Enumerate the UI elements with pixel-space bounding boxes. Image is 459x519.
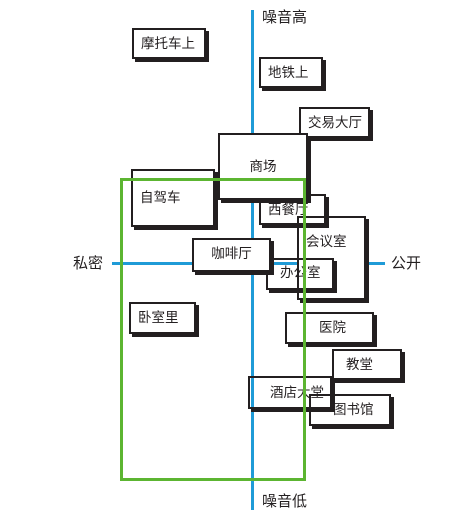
axis-label-bottom: 噪音低 (262, 492, 308, 510)
place-label: 酒店大堂 (270, 384, 324, 401)
place-label: 自驾车 (140, 190, 181, 206)
place-box-bedroom: 卧室里 (129, 302, 196, 334)
place-label: 地铁上 (268, 64, 309, 81)
place-box-hospital: 医院 (285, 312, 374, 344)
place-box-library: 图书馆 (309, 394, 391, 426)
place-label: 咖啡厅 (211, 246, 252, 262)
place-box-trading-hall: 交易大厅 (299, 107, 370, 138)
axis-label-top: 噪音高 (262, 8, 308, 26)
place-label: 办公室 (280, 265, 321, 281)
place-label: 卧室里 (138, 310, 179, 326)
place-label: 商场 (249, 159, 277, 175)
axis-label-left: 私密 (73, 254, 104, 272)
place-box-office: 办公室 (266, 258, 334, 290)
place-box-subway: 地铁上 (259, 57, 323, 88)
place-box-church: 教堂 (332, 349, 402, 380)
place-label: 摩托车上 (141, 35, 195, 52)
place-label: 教堂 (346, 356, 373, 373)
place-box-cafe: 咖啡厅 (192, 238, 271, 272)
place-box-hotel-lobby: 酒店大堂 (248, 376, 332, 409)
place-box-mall: 商场 (218, 133, 308, 200)
place-label: 图书馆 (333, 402, 374, 418)
place-label: 医院 (319, 320, 346, 336)
place-box-self-driving-car: 自驾车 (131, 169, 215, 227)
place-label: 西餐厅 (268, 201, 309, 218)
axis-label-right: 公开 (391, 254, 422, 272)
place-label: 交易大厅 (308, 114, 362, 131)
place-box-motorcycle: 摩托车上 (132, 28, 206, 59)
place-label: 会议室 (306, 234, 347, 250)
